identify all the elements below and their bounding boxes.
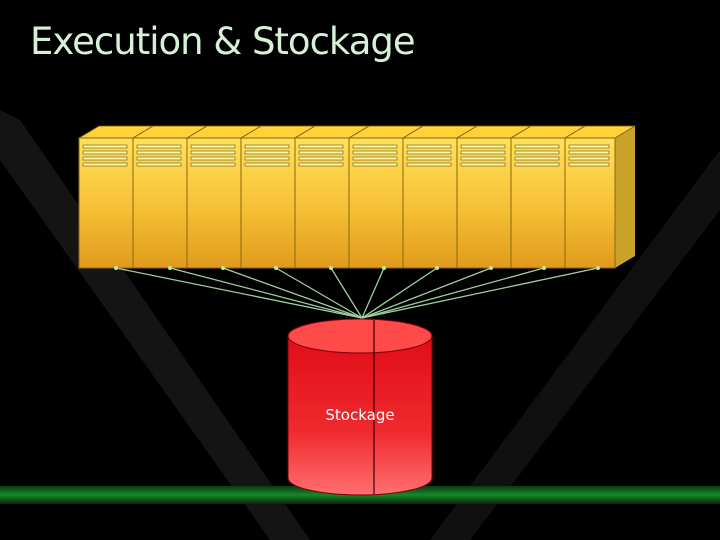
server-2 xyxy=(131,125,209,269)
server-rack xyxy=(77,125,637,269)
connector-line xyxy=(361,267,492,319)
storage-label: Stockage xyxy=(325,406,395,424)
connector-line xyxy=(222,267,363,319)
server-6 xyxy=(347,125,425,269)
server-3 xyxy=(185,125,263,269)
background-band-left xyxy=(0,110,310,540)
connector-line xyxy=(361,267,438,319)
connector-line xyxy=(361,267,385,319)
server-rack-side xyxy=(615,126,635,268)
server-10 xyxy=(563,125,637,269)
connector-line xyxy=(330,267,363,319)
connector-end-dots xyxy=(114,266,600,270)
connector-line xyxy=(115,267,363,319)
storage-cylinder xyxy=(287,318,433,496)
connector-line xyxy=(361,267,599,319)
server-4 xyxy=(239,125,317,269)
server-5 xyxy=(293,125,371,269)
server-8 xyxy=(455,125,533,269)
connector-line xyxy=(169,267,363,319)
connector-lines xyxy=(115,267,599,319)
server-1 xyxy=(77,125,155,269)
background-band-right xyxy=(430,150,720,540)
connector-line xyxy=(275,267,363,319)
connector-line xyxy=(361,267,545,319)
slide-title: Execution & Stockage xyxy=(30,20,416,63)
server-9 xyxy=(509,125,587,269)
